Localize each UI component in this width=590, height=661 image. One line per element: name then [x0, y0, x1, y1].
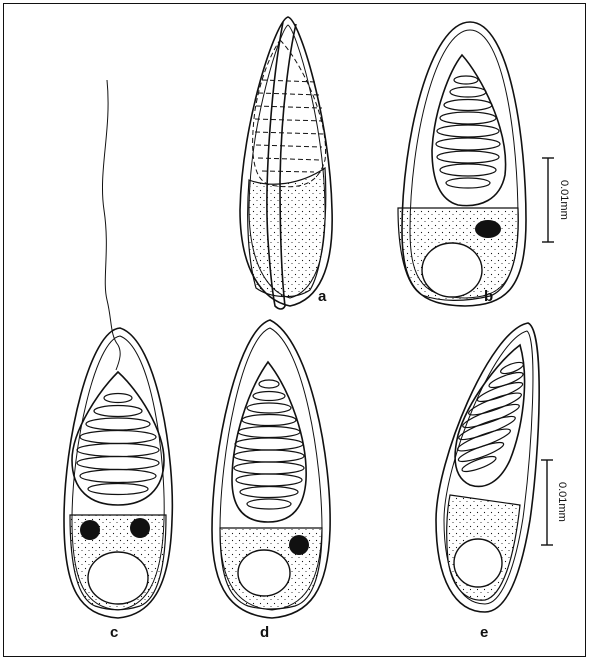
spore-c-nucleus-right	[130, 518, 150, 538]
spore-c-polar-capsule	[72, 372, 164, 505]
spore-a-coils	[255, 80, 323, 172]
label-b: b	[484, 288, 493, 305]
label-a: a	[318, 288, 326, 305]
spore-c-nucleus-left	[80, 520, 100, 540]
spore-b-polar-capsule	[432, 55, 506, 206]
spore-e	[436, 323, 539, 612]
spore-c-filament	[102, 80, 120, 370]
spore-d-nucleus	[289, 535, 309, 555]
spore-c	[64, 80, 172, 618]
spore-b-coils	[436, 76, 500, 188]
label-d: d	[260, 624, 269, 641]
spore-a	[240, 17, 332, 309]
scale-label-top: 0.01mm	[558, 180, 570, 220]
spore-b-vacuole	[422, 243, 482, 297]
spore-e-coils	[456, 360, 525, 474]
scale-label-bottom: 0.01mm	[556, 482, 568, 522]
spore-e-vacuole	[454, 539, 502, 587]
label-e: e	[480, 624, 488, 641]
spore-b	[398, 22, 526, 306]
scale-bar-bottom	[541, 460, 553, 545]
spore-b-nucleus	[475, 220, 501, 238]
spore-a-sporoplasm	[248, 168, 326, 297]
spore-d	[212, 320, 330, 618]
spore-d-vacuole	[238, 550, 290, 596]
spore-d-coils	[234, 380, 304, 509]
spore-c-vacuole	[88, 552, 148, 604]
scale-bar-top	[542, 158, 554, 242]
label-c: c	[110, 624, 118, 641]
